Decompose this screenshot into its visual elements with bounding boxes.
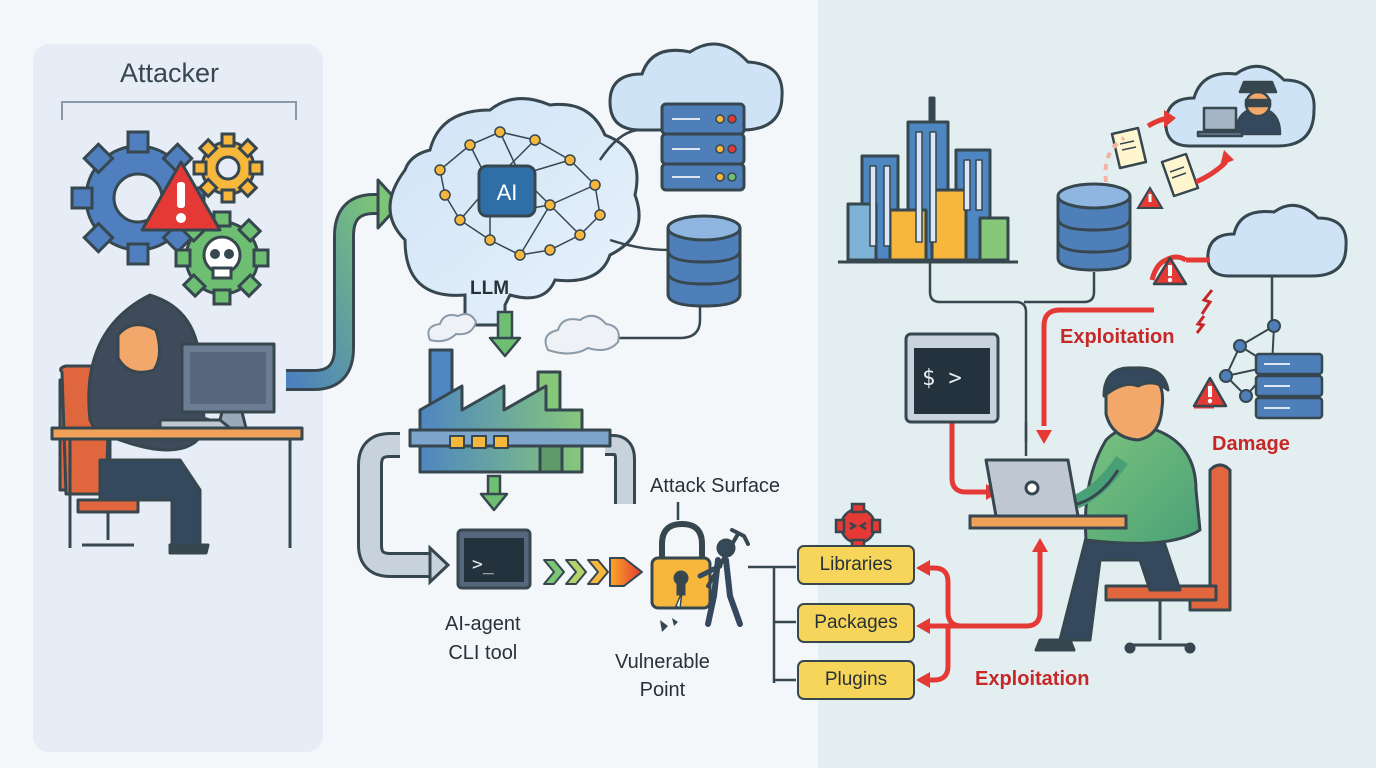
spy-icon bbox=[1196, 80, 1282, 138]
skull-icon bbox=[202, 235, 242, 280]
attacker-panel-title: Attacker bbox=[120, 58, 220, 88]
chevron-arrows bbox=[543, 557, 643, 587]
cloud-icon bbox=[1206, 203, 1348, 278]
document-icon bbox=[1110, 126, 1200, 198]
desk bbox=[968, 514, 1128, 530]
exploitation-label-top: Exploitation bbox=[1060, 326, 1175, 348]
ai-agent-cli-label: AI-agent CLI tool bbox=[445, 610, 521, 668]
intruder-figure bbox=[697, 528, 750, 627]
terminal-icon: $ > bbox=[904, 332, 1000, 424]
exploitation-arrows bbox=[920, 254, 1214, 683]
network-icon bbox=[1219, 319, 1324, 420]
brain-icon: AI bbox=[388, 97, 641, 327]
warning-icon bbox=[1152, 256, 1228, 408]
pipe-icon bbox=[357, 432, 636, 586]
shell-prompt-text: $ > bbox=[922, 366, 962, 391]
ai-badge-text: AI bbox=[497, 180, 518, 205]
vuln-line2: Point bbox=[639, 679, 686, 701]
down-arrow-icon bbox=[488, 310, 522, 358]
lightning-icon bbox=[1195, 289, 1214, 334]
city-icon bbox=[838, 96, 1018, 264]
database-icon bbox=[1056, 182, 1132, 272]
exploitation-label-bottom: Exploitation bbox=[975, 668, 1090, 690]
down-arrow-icon bbox=[479, 474, 509, 512]
vuln-line1: Vulnerable bbox=[615, 651, 710, 673]
exfil-arrow bbox=[1103, 110, 1234, 185]
database-icon bbox=[666, 214, 742, 308]
warning-icon bbox=[140, 160, 222, 232]
smoke-icon bbox=[427, 313, 620, 355]
vulnerable-point-label: Vulnerable Point bbox=[615, 648, 710, 704]
ai-agent-line1: AI-agent bbox=[445, 613, 521, 635]
gear-icon bbox=[192, 132, 264, 204]
terminal-icon: >_ bbox=[456, 528, 532, 590]
attacker-bracket bbox=[61, 101, 297, 120]
component-plugins: Plugins bbox=[797, 660, 915, 700]
ai-agent-line2: CLI tool bbox=[448, 642, 518, 664]
hooded-attacker bbox=[50, 293, 304, 555]
developer-icon bbox=[1034, 366, 1232, 654]
padlock-icon bbox=[650, 520, 712, 632]
server-icon bbox=[660, 102, 746, 192]
component-packages: Packages bbox=[797, 603, 915, 643]
cli-prompt-text: >_ bbox=[472, 554, 494, 575]
factory-icon bbox=[408, 348, 612, 474]
damage-label: Damage bbox=[1212, 433, 1290, 455]
attack-surface-label: Attack Surface bbox=[650, 475, 781, 497]
llm-label: LLM bbox=[470, 278, 510, 299]
warning-icon bbox=[1136, 186, 1164, 209]
component-libraries: Libraries bbox=[797, 545, 915, 585]
